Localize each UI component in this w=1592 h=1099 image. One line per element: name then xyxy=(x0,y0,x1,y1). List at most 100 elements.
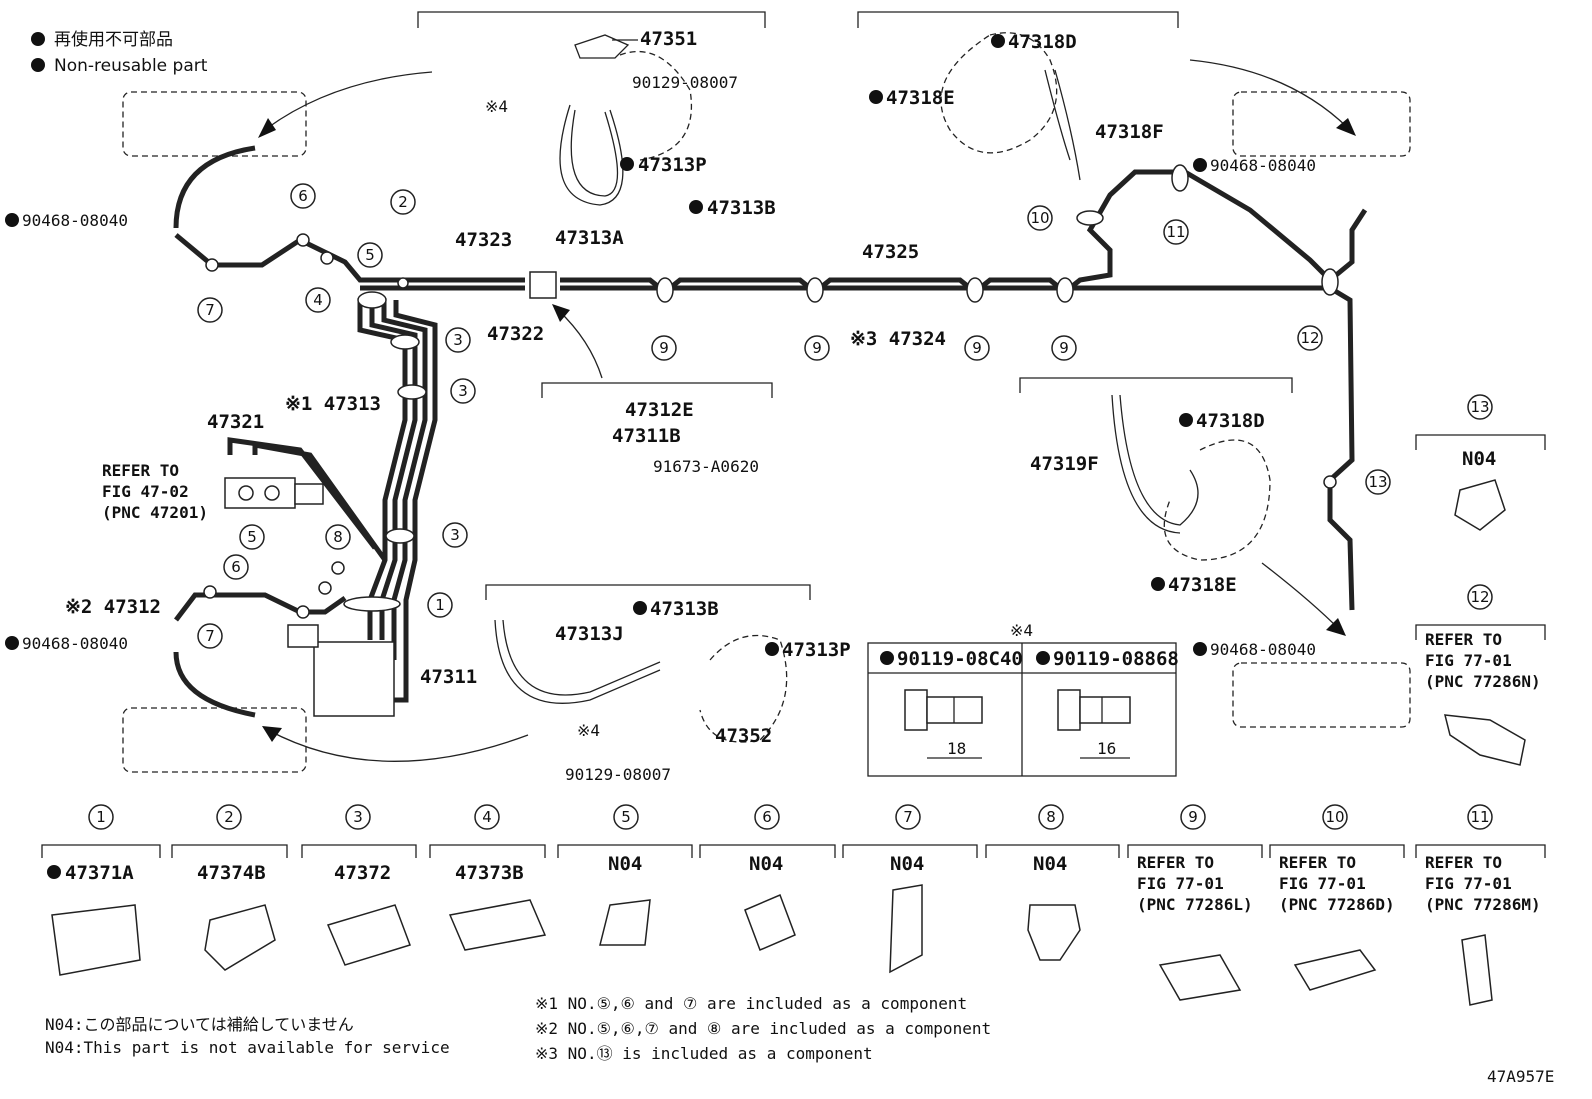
label-47371A: 47371A xyxy=(65,862,134,884)
master-cylinder xyxy=(224,477,296,509)
group-bracket xyxy=(857,11,1179,28)
label-47325: 47325 xyxy=(862,241,919,263)
label-47313B: 47313B xyxy=(650,598,719,620)
arrow xyxy=(267,729,529,762)
refer-text: FIG 47-02 xyxy=(102,482,189,501)
label-47313A: 47313A xyxy=(555,227,624,249)
svg-text:9: 9 xyxy=(972,339,982,357)
note-4: ※4 xyxy=(577,721,600,740)
label-47313P: 47313P xyxy=(782,639,851,661)
hose-47313A xyxy=(559,104,624,206)
svg-text:13: 13 xyxy=(1470,398,1489,416)
clip-13 xyxy=(1454,479,1506,531)
svg-text:7: 7 xyxy=(205,301,215,319)
hose-47313J xyxy=(494,619,661,704)
non-reusable-dot-icon xyxy=(31,32,45,46)
clip-5 xyxy=(599,899,651,946)
svg-text:10: 10 xyxy=(1325,808,1344,826)
label-47311: 47311 xyxy=(420,666,477,688)
detail-box xyxy=(122,707,307,773)
svg-text:6: 6 xyxy=(231,558,241,576)
label-47312E: 47312E xyxy=(625,399,694,421)
pipe-union xyxy=(529,271,557,299)
svg-text:11: 11 xyxy=(1166,223,1185,241)
label-N04: N04 xyxy=(749,853,783,875)
note-4: ※4 xyxy=(485,97,508,116)
non-reusable-dot-icon xyxy=(31,58,45,72)
label-90129-08007: 90129-08007 xyxy=(632,73,738,92)
svg-text:13: 13 xyxy=(1368,473,1387,491)
arrow xyxy=(1261,562,1341,631)
hose-outline xyxy=(699,634,788,743)
svg-text:6: 6 xyxy=(762,808,772,826)
svg-text:2: 2 xyxy=(224,808,234,826)
svg-text:9: 9 xyxy=(659,339,669,357)
note-n04-jp: N04:この部品については補給していません xyxy=(45,1015,354,1034)
refer-text: REFER TO xyxy=(1425,630,1502,649)
clamp-9 xyxy=(1158,954,1242,1001)
svg-text:FIG 77-01: FIG 77-01 xyxy=(1279,874,1366,893)
junction-block xyxy=(313,641,395,717)
svg-text:(PNC 77286L): (PNC 77286L) xyxy=(1137,895,1253,914)
clamp-11 xyxy=(1461,934,1493,1006)
bottom-parts-row: 1 47371A 2 47374B 3 47372 4 47373B 5 N04… xyxy=(41,804,1546,1006)
clip-6 xyxy=(744,894,796,951)
svg-text:3: 3 xyxy=(353,808,363,826)
label-47321: 47321 xyxy=(207,411,264,433)
arrow xyxy=(261,71,433,133)
clip-7 xyxy=(889,884,923,974)
svg-text:3: 3 xyxy=(450,526,460,544)
svg-text:7: 7 xyxy=(903,808,913,826)
svg-text:9: 9 xyxy=(1059,339,1069,357)
label-47313B: 47313B xyxy=(707,197,776,219)
label-90468-08040: 90468-08040 xyxy=(1210,156,1316,175)
note-2: ※2 NO.⑤,⑥,⑦ and ⑧ are included as a comp… xyxy=(535,1019,991,1038)
svg-text:3: 3 xyxy=(458,382,468,400)
label-47323: 47323 xyxy=(455,229,512,251)
svg-text:REFER TO: REFER TO xyxy=(1425,853,1502,872)
callouts: 1 2 3 3 3 4 5 5 6 6 7 7 8 9 9 9 9 10 11 … xyxy=(197,183,1391,649)
note-n04-en: N04:This part is not available for servi… xyxy=(45,1038,450,1057)
diagram-code: 47A957E xyxy=(1487,1067,1554,1086)
label-47311B: 47311B xyxy=(612,425,681,447)
label-47313P: 47313P xyxy=(638,154,707,176)
label-47319F: 47319F xyxy=(1030,453,1099,475)
detail-box xyxy=(1232,91,1411,157)
detail-box xyxy=(122,91,307,157)
bracket-47351 xyxy=(574,34,630,59)
refer-text: REFER TO xyxy=(102,461,179,480)
hose-47318F xyxy=(1044,69,1071,161)
clamp-47373B xyxy=(448,899,547,951)
svg-text:10: 10 xyxy=(1030,209,1049,227)
clamp-47372 xyxy=(326,904,411,966)
clamp-47371A xyxy=(51,904,141,976)
svg-text:7: 7 xyxy=(205,627,215,645)
label-90129-08007: 90129-08007 xyxy=(565,765,671,784)
svg-text:5: 5 xyxy=(365,246,375,264)
svg-text:9: 9 xyxy=(812,339,822,357)
label-90468-08040: 90468-08040 xyxy=(22,634,128,653)
svg-text:11: 11 xyxy=(1470,808,1489,826)
label-47322: 47322 xyxy=(487,323,544,345)
svg-text:5: 5 xyxy=(247,528,257,546)
svg-text:12: 12 xyxy=(1470,588,1489,606)
svg-text:6: 6 xyxy=(298,187,308,205)
label-47318D: 47318D xyxy=(1196,410,1265,432)
label-47318E: 47318E xyxy=(886,87,955,109)
clamp-12 xyxy=(1444,714,1526,766)
svg-text:REFER TO: REFER TO xyxy=(1279,853,1356,872)
arrow xyxy=(557,309,603,379)
svg-text:FIG 77-01: FIG 77-01 xyxy=(1137,874,1224,893)
svg-text:4: 4 xyxy=(313,291,323,309)
svg-text:9: 9 xyxy=(1188,808,1198,826)
svg-text:8: 8 xyxy=(1046,808,1056,826)
brake-pipe-bundle xyxy=(173,300,438,718)
refer-text: (PNC 47201) xyxy=(102,503,208,522)
svg-text:1: 1 xyxy=(96,808,106,826)
label-47318D: 47318D xyxy=(1008,31,1077,53)
svg-text:(PNC 77286D): (PNC 77286D) xyxy=(1279,895,1395,914)
legend-jp: 再使用不可部品 xyxy=(54,29,173,50)
label-N04: N04 xyxy=(1462,448,1496,470)
label-90119-08868: 90119-08868 xyxy=(1053,648,1179,670)
